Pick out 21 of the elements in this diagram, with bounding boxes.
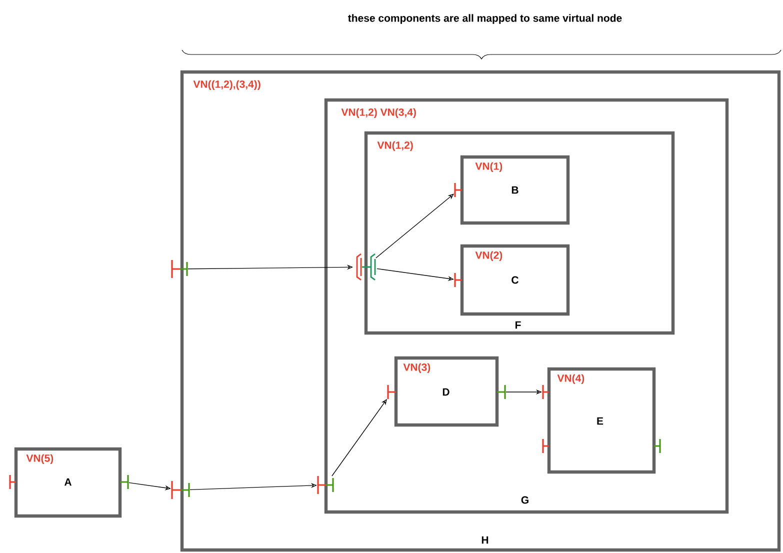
component-box: VN(2) C bbox=[460, 244, 570, 316]
arrow bbox=[376, 194, 454, 258]
port-marker bbox=[9, 474, 17, 490]
component-box: VN(4) E bbox=[547, 367, 656, 474]
component-box: VN(1) B bbox=[460, 155, 570, 225]
port-marker bbox=[542, 438, 550, 454]
port-marker bbox=[454, 182, 463, 198]
port-marker bbox=[387, 384, 397, 400]
port-marker bbox=[356, 253, 376, 281]
port-marker bbox=[317, 475, 334, 495]
heading-text: these components are all mapped to same virtual node bbox=[348, 14, 622, 24]
port-marker bbox=[653, 438, 661, 454]
port-marker bbox=[171, 480, 190, 500]
port-marker bbox=[454, 272, 463, 288]
component-box: VN(3) D bbox=[394, 356, 499, 427]
port-marker bbox=[119, 474, 129, 490]
port-marker bbox=[171, 259, 188, 279]
arrow bbox=[332, 399, 387, 476]
component-box: VN(5) A bbox=[14, 447, 122, 518]
port-marker bbox=[496, 384, 506, 400]
port-marker bbox=[542, 384, 550, 400]
